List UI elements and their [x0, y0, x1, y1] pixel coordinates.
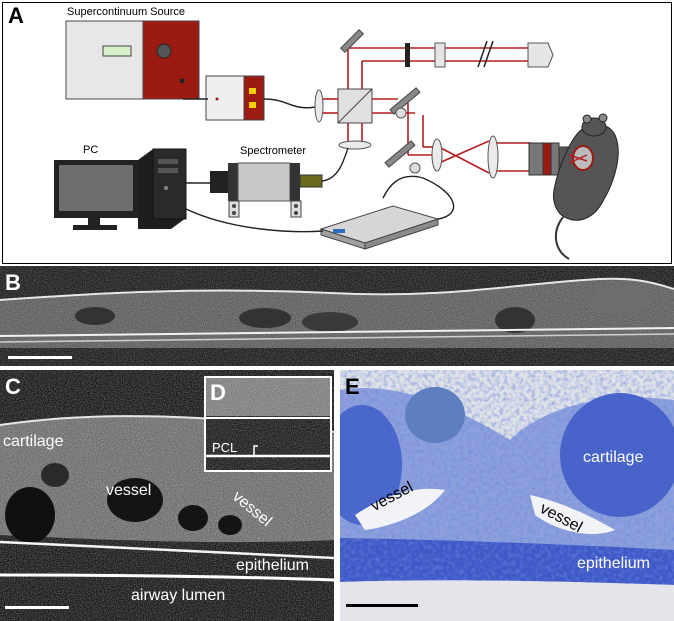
scale-bar-c	[5, 606, 69, 609]
panel-c: C cartilage vessel vessel epithelium air…	[0, 370, 334, 621]
mouse-icon	[553, 113, 619, 260]
panel-a-letter: A	[8, 3, 24, 28]
label-epithelium-c: epithelium	[236, 557, 309, 574]
label-spectrometer: Spectrometer	[240, 145, 307, 157]
supercontinuum-source	[65, 20, 200, 100]
fiber-coupler	[205, 75, 265, 121]
label-epithelium-e: epithelium	[577, 555, 650, 572]
label-pcl: PCL	[212, 440, 238, 455]
panel-b: B	[0, 266, 674, 366]
label-supercontinuum-source: Supercontinuum Source	[67, 6, 186, 18]
label-cartilage-e: cartilage	[583, 449, 644, 466]
panel-e-letter: E	[345, 374, 360, 399]
beam-paths	[323, 47, 531, 174]
oct-inset-image	[206, 378, 330, 470]
label-pc: PC	[83, 144, 99, 156]
panel-a: A	[2, 2, 672, 264]
panel-e: E cartilage vessel vessel epithelium	[340, 370, 674, 621]
panel-d: D PCL	[204, 376, 332, 472]
panel-c-letter: C	[5, 374, 21, 399]
scale-bar-b	[8, 356, 72, 359]
oct-wide-image	[0, 266, 674, 366]
label-cartilage-c: cartilage	[3, 433, 64, 450]
setup-schematic	[54, 20, 619, 260]
galvo-driver-box	[319, 205, 440, 250]
histology-image	[340, 370, 674, 621]
label-vessel-c1: vessel	[106, 482, 152, 499]
cables	[185, 147, 455, 233]
scale-bar-e	[346, 604, 418, 607]
panel-b-letter: B	[5, 270, 21, 295]
pc-icon	[54, 148, 187, 230]
spectrometer-icon	[210, 162, 323, 218]
beam-splitter	[337, 88, 373, 124]
panel-d-letter: D	[210, 380, 226, 405]
label-airway-lumen: airway lumen	[131, 587, 226, 604]
